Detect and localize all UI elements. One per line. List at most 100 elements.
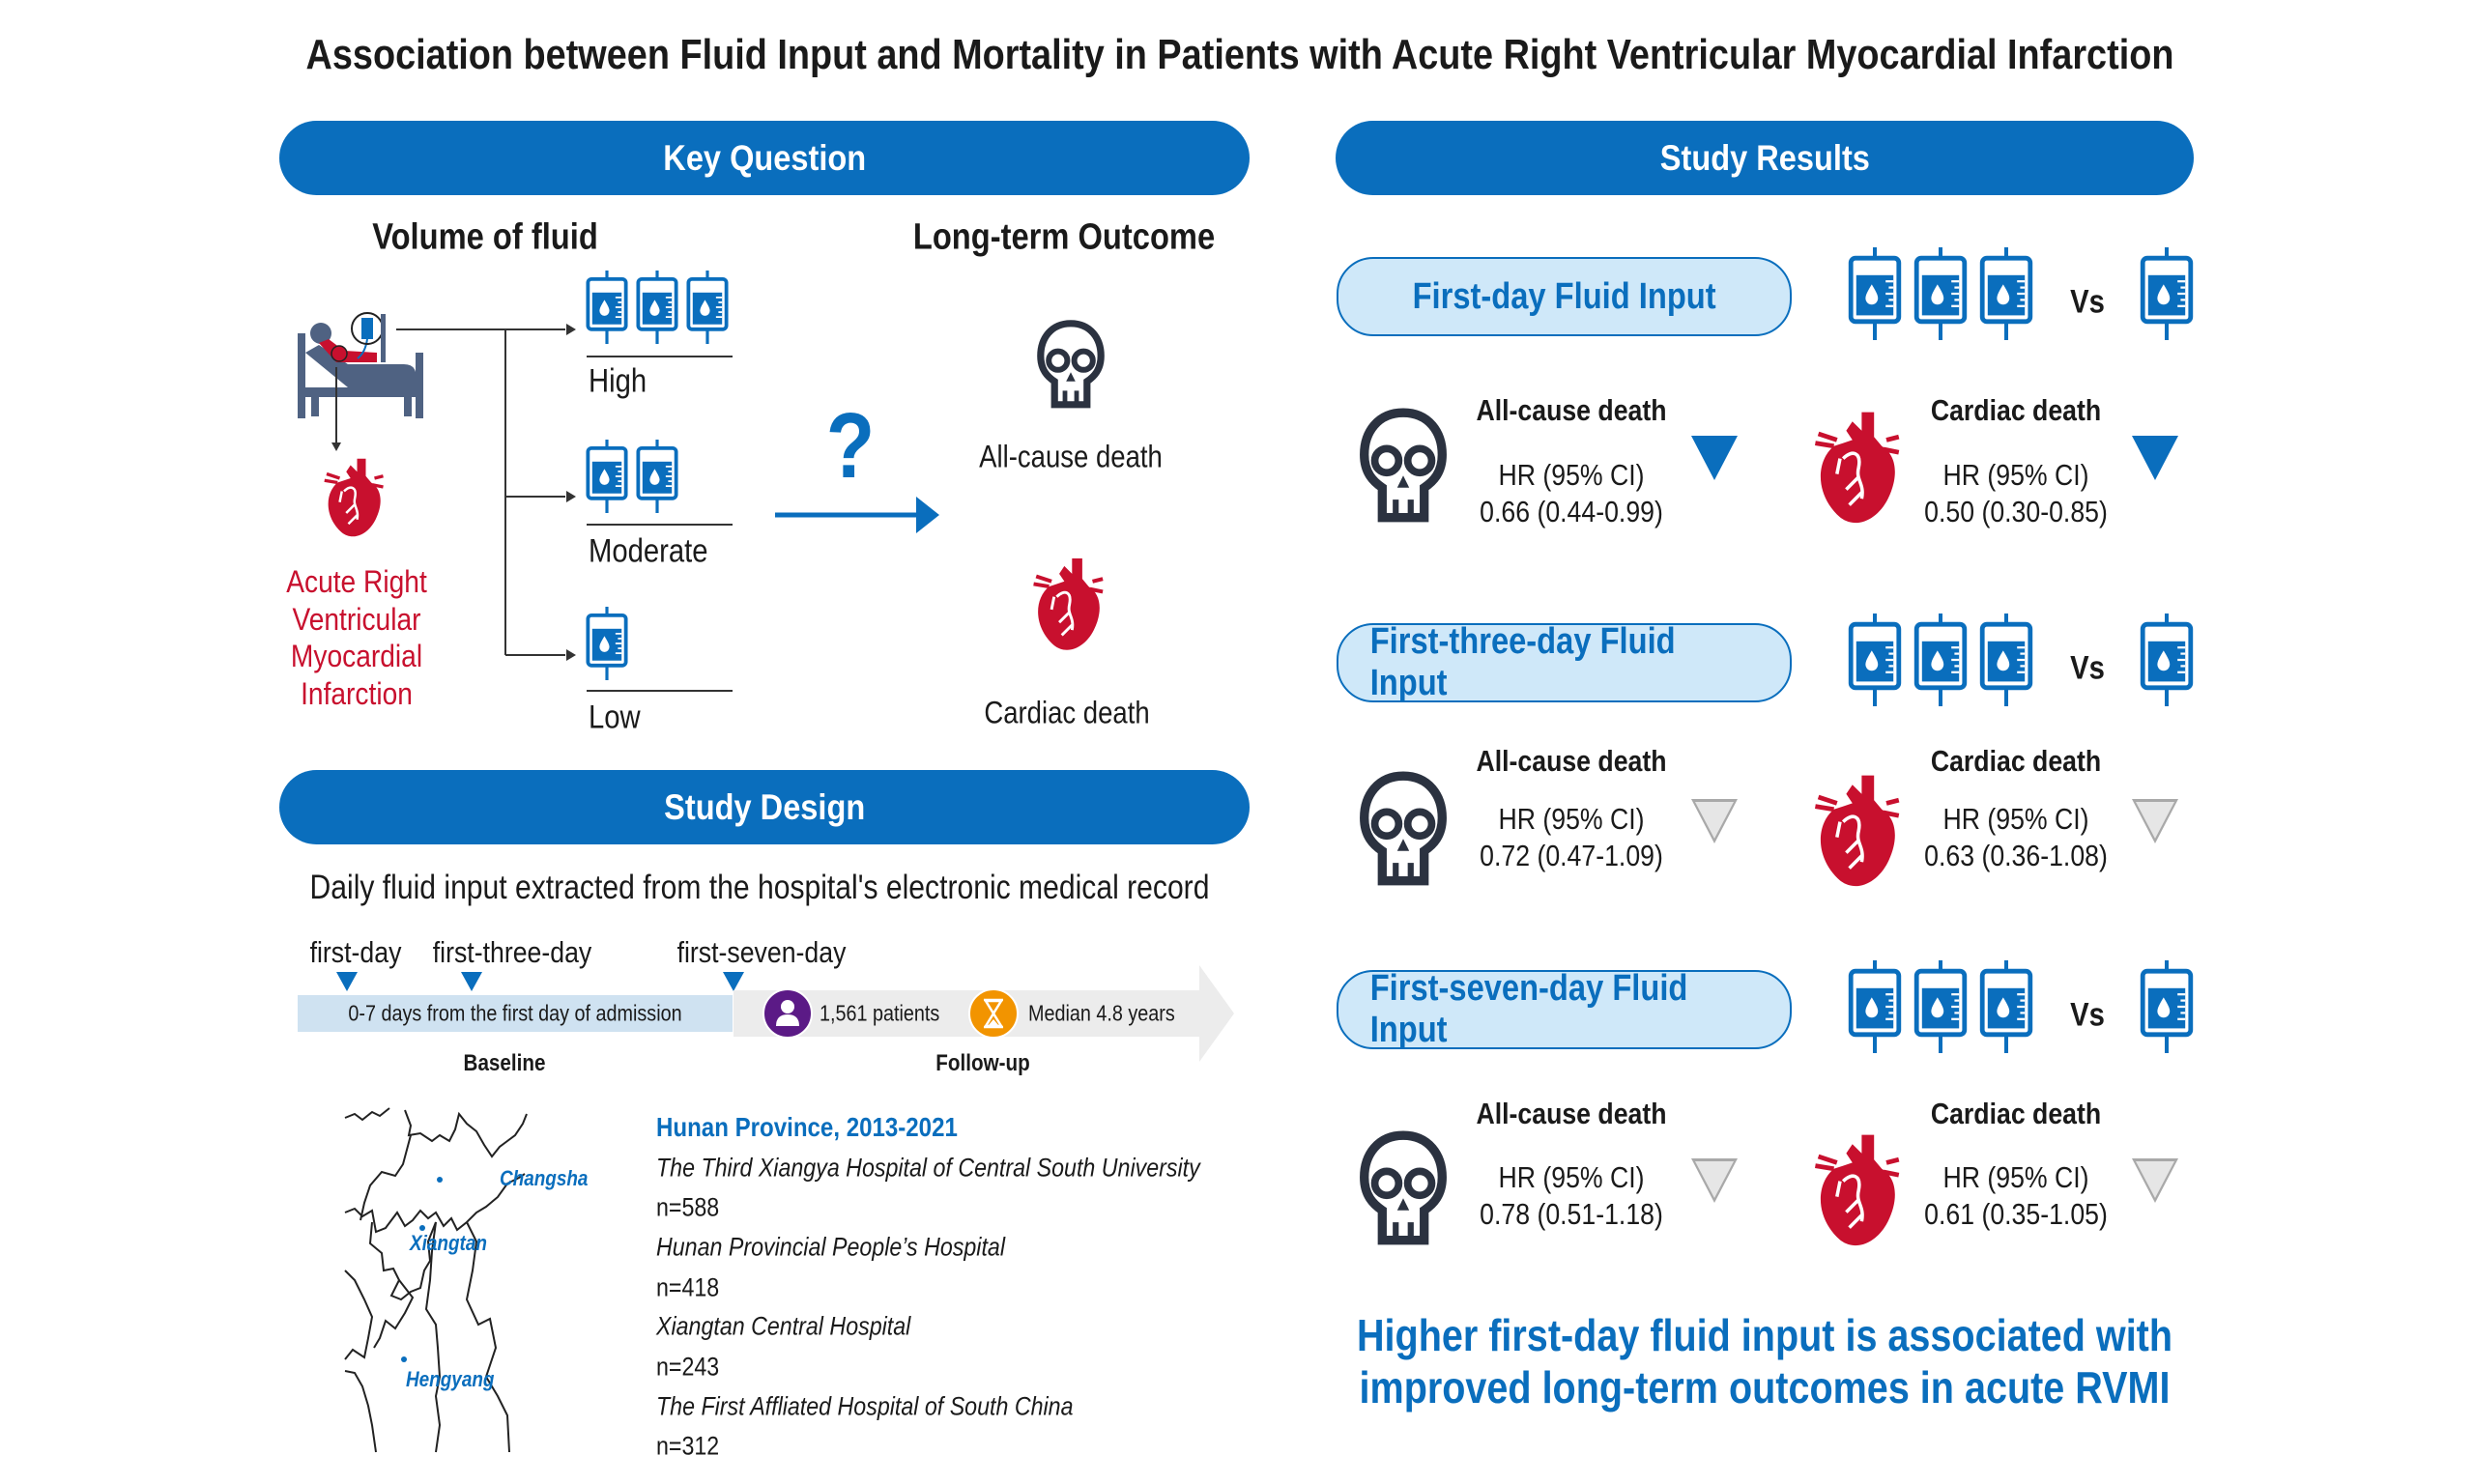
condition-line: Ventricular bbox=[292, 601, 421, 637]
level-moderate: Moderate bbox=[589, 532, 708, 570]
study-results-header: Study Results bbox=[1336, 121, 2194, 195]
hazard-decrease-icon bbox=[1691, 436, 1738, 480]
patients-count: 1,561 patients bbox=[820, 1000, 940, 1026]
level-low: Low bbox=[589, 699, 641, 736]
hospital-name: The Third Xiangya Hospital of Central So… bbox=[656, 1153, 1200, 1183]
hospital-name: Xiangtan Central Hospital bbox=[656, 1311, 911, 1341]
heart-icon bbox=[1809, 766, 1902, 890]
iv-bags-low bbox=[584, 607, 630, 685]
patient-icon bbox=[762, 988, 813, 1039]
iv-bag-icon bbox=[1912, 960, 1970, 1053]
hazard-decrease-icon bbox=[1691, 799, 1738, 843]
iv-bag-icon bbox=[1912, 614, 1970, 706]
iv-bag-icon bbox=[1846, 247, 1904, 340]
baseline-window: 0-7 days from the first day of admission bbox=[348, 1000, 682, 1026]
hunan-map bbox=[344, 1107, 528, 1453]
condition-line: Acute Right bbox=[286, 564, 427, 599]
cardiac-title: Cardiac death bbox=[1930, 393, 2102, 427]
iv-bag-icon bbox=[634, 271, 680, 344]
divider bbox=[587, 524, 733, 526]
divider bbox=[587, 356, 733, 357]
hospital-name: The First Affliated Hospital of South Ch… bbox=[656, 1391, 1074, 1421]
conclusion-line: improved long-term outcomes in acute RVM… bbox=[1359, 1362, 2171, 1413]
iv-bags-high bbox=[1846, 960, 2035, 1053]
condition-line: Infarction bbox=[301, 675, 413, 711]
hr-value-cardiac: 0.63 (0.36-1.08) bbox=[1924, 839, 2108, 872]
vs-label: Vs bbox=[2070, 649, 2105, 687]
iv-bag-icon bbox=[1912, 247, 1970, 340]
city-xiangtan: Xiangtan bbox=[410, 1231, 487, 1255]
branch-arrows bbox=[396, 324, 576, 661]
fluid-input-label: First-day Fluid Input bbox=[1337, 257, 1792, 336]
conclusion-line: Higher first-day fluid input is associat… bbox=[1356, 1310, 2173, 1360]
heart-icon bbox=[1809, 1126, 1902, 1249]
iv-bag-icon bbox=[2138, 247, 2196, 340]
hr-value-all-cause: 0.72 (0.47-1.09) bbox=[1480, 839, 1663, 872]
hospital-n: n=588 bbox=[656, 1192, 720, 1222]
condition-line: Myocardial bbox=[290, 639, 423, 673]
fluid-input-label: First-seven-day Fluid Input bbox=[1337, 968, 1792, 1050]
iv-bag-icon bbox=[1846, 614, 1904, 706]
hr-label: HR (95% CI) bbox=[1498, 458, 1645, 492]
iv-bags-high bbox=[584, 271, 731, 344]
skull-icon bbox=[1358, 1129, 1449, 1249]
iv-bag-icon bbox=[584, 607, 630, 680]
timepoint-marker bbox=[336, 972, 358, 991]
baseline-label: Baseline bbox=[463, 1050, 546, 1076]
hr-label: HR (95% CI) bbox=[1942, 1160, 2089, 1194]
iv-bag-icon bbox=[2138, 960, 2196, 1053]
outcome-cardiac: Cardiac death bbox=[984, 695, 1150, 730]
iv-bags-high bbox=[1846, 247, 2035, 340]
hr-label: HR (95% CI) bbox=[1498, 1160, 1645, 1194]
iv-bag-icon bbox=[684, 271, 731, 344]
iv-bags-low bbox=[2138, 614, 2196, 711]
baseline-bar bbox=[298, 995, 733, 1032]
hospital-n: n=418 bbox=[656, 1272, 720, 1302]
hr-label: HR (95% CI) bbox=[1942, 802, 2089, 836]
right-arrow-icon bbox=[775, 497, 939, 533]
iv-bag-icon bbox=[1977, 614, 2035, 706]
fluid-input-label: First-three-day Fluid Input bbox=[1337, 621, 1792, 703]
hr-value-cardiac: 0.50 (0.30-0.85) bbox=[1924, 495, 2108, 528]
vs-label: Vs bbox=[2070, 283, 2105, 321]
arrow-line bbox=[335, 367, 337, 444]
skull-icon bbox=[1358, 407, 1449, 527]
level-high: High bbox=[589, 362, 647, 400]
iv-bag-icon bbox=[1977, 247, 2035, 340]
patient-bed-icon bbox=[298, 312, 423, 418]
all-cause-title: All-cause death bbox=[1476, 1097, 1667, 1130]
divider bbox=[587, 690, 733, 692]
hr-label: HR (95% CI) bbox=[1942, 458, 2089, 492]
hr-label: HR (95% CI) bbox=[1498, 802, 1645, 836]
hourglass-icon bbox=[968, 988, 1019, 1039]
timepoint-first-day: first-day bbox=[309, 935, 402, 969]
timepoint-marker bbox=[461, 972, 482, 991]
iv-bag-icon bbox=[1846, 960, 1904, 1053]
hazard-decrease-icon bbox=[2132, 1158, 2178, 1203]
outcome-heading: Long-term Outcome bbox=[912, 216, 1216, 258]
design-description: Daily fluid input extracted from the hos… bbox=[309, 869, 1210, 906]
arrow-head bbox=[331, 442, 341, 451]
hospital-n: n=312 bbox=[656, 1431, 720, 1461]
heart-icon bbox=[1809, 403, 1902, 527]
cardiac-title: Cardiac death bbox=[1930, 744, 2102, 778]
timepoint-first-seven-day: first-seven-day bbox=[676, 935, 847, 969]
skull-icon bbox=[1036, 319, 1106, 412]
city-changsha: Changsha bbox=[500, 1166, 589, 1190]
iv-bags-low bbox=[2138, 247, 2196, 345]
hazard-decrease-icon bbox=[2132, 436, 2178, 480]
heart-icon bbox=[319, 452, 387, 539]
all-cause-title: All-cause death bbox=[1476, 744, 1667, 778]
iv-bag-icon bbox=[584, 440, 630, 513]
hazard-decrease-icon bbox=[2132, 799, 2178, 843]
iv-bags-moderate bbox=[584, 440, 680, 513]
region-label: Hunan Province, 2013-2021 bbox=[656, 1112, 958, 1142]
timepoint-first-three-day: first-three-day bbox=[432, 935, 592, 969]
skull-icon bbox=[1358, 770, 1449, 890]
timepoint-marker bbox=[723, 972, 744, 991]
cardiac-title: Cardiac death bbox=[1930, 1097, 2102, 1130]
study-design-header: Study Design bbox=[279, 770, 1250, 844]
hospital-name: Hunan Provincial People’s Hospital bbox=[656, 1232, 1005, 1262]
iv-bag-icon bbox=[2138, 614, 2196, 706]
vs-label: Vs bbox=[2070, 996, 2105, 1034]
